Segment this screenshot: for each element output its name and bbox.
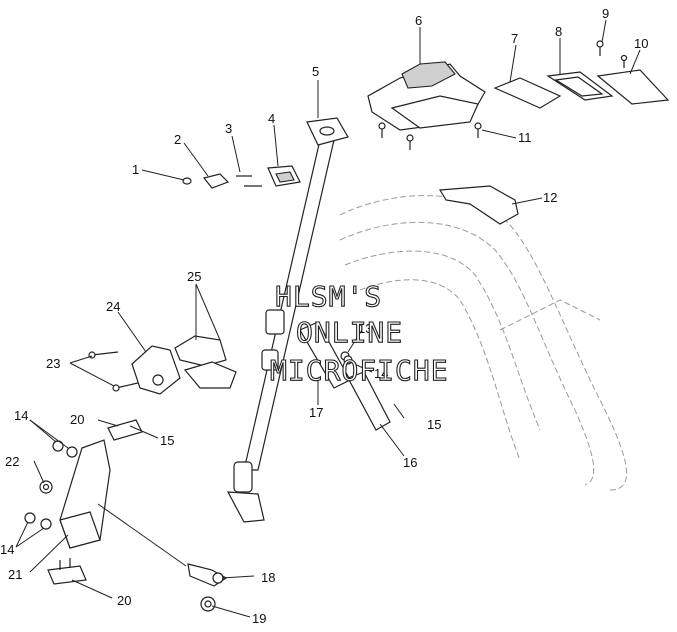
callout-21: 21 (8, 567, 22, 582)
watermark-line-3: MICROFICHE (270, 354, 449, 387)
callout-14-mid: 14 (374, 366, 388, 381)
steering-column (226, 117, 349, 523)
leader-lines (15, 19, 641, 618)
frame-ghost-outline (339, 195, 628, 491)
watermark-line-2: ONLINE (296, 316, 403, 349)
clamp-25 (174, 335, 237, 389)
cover-panel-7 (493, 77, 562, 109)
callout-5: 5 (312, 64, 319, 79)
callout-11: 11 (518, 130, 532, 145)
nut-14 (24, 355, 353, 530)
arm-16 (347, 371, 391, 431)
tie-rod-end-18 (187, 563, 228, 587)
callout-15-left: 15 (160, 433, 174, 448)
washer-22 (39, 480, 53, 494)
callout-25: 25 (187, 269, 201, 284)
callout-13: 13 (358, 321, 372, 336)
callout-14-top: 14 (14, 408, 28, 423)
callout-22: 22 (5, 454, 19, 469)
callout-20-upper: 20 (70, 412, 84, 427)
callout-20-lower: 20 (117, 593, 131, 608)
screw-11 (378, 122, 482, 150)
callout-19: 19 (252, 611, 266, 626)
washer-1 (182, 177, 192, 185)
nut-19 (200, 596, 216, 612)
bolt-3 (236, 175, 262, 187)
callout-2: 2 (174, 132, 181, 147)
callout-10: 10 (634, 36, 648, 51)
bracket-20-lower (47, 558, 87, 585)
callout-12: 12 (543, 190, 557, 205)
callout-17: 17 (309, 405, 323, 420)
watermark: HLSM'S ONLINE MICROFICHE (269, 279, 449, 387)
switch-block-4 (267, 165, 301, 187)
watermark-line-1: HLSM'S (275, 280, 382, 313)
callout-1: 1 (132, 162, 139, 177)
callout-6: 6 (415, 13, 422, 28)
callout-15-right: 15 (427, 417, 441, 432)
callout-7: 7 (511, 31, 518, 46)
callout-9: 9 (602, 6, 609, 21)
callout-14-bottom: 14 (0, 542, 14, 557)
callout-16: 16 (403, 455, 417, 470)
mount-bracket-21 (59, 439, 111, 549)
callout-18: 18 (261, 570, 275, 585)
cover-panel-10 (596, 69, 670, 105)
clamp-2 (202, 173, 230, 189)
callout-8: 8 (555, 24, 562, 39)
callout-labels: 1 2 3 4 5 6 7 8 9 10 11 12 13 14 15 16 1… (0, 6, 648, 626)
bracket-20-upper (107, 419, 143, 441)
instrument-housing (367, 61, 486, 131)
screw-9 (596, 40, 628, 68)
callout-4: 4 (268, 111, 275, 126)
callout-23: 23 (46, 356, 60, 371)
callout-3: 3 (225, 121, 232, 136)
clamp-24 (131, 345, 181, 395)
callout-24: 24 (106, 299, 120, 314)
bracket-12 (438, 185, 519, 225)
cover-panel-8 (546, 71, 614, 101)
